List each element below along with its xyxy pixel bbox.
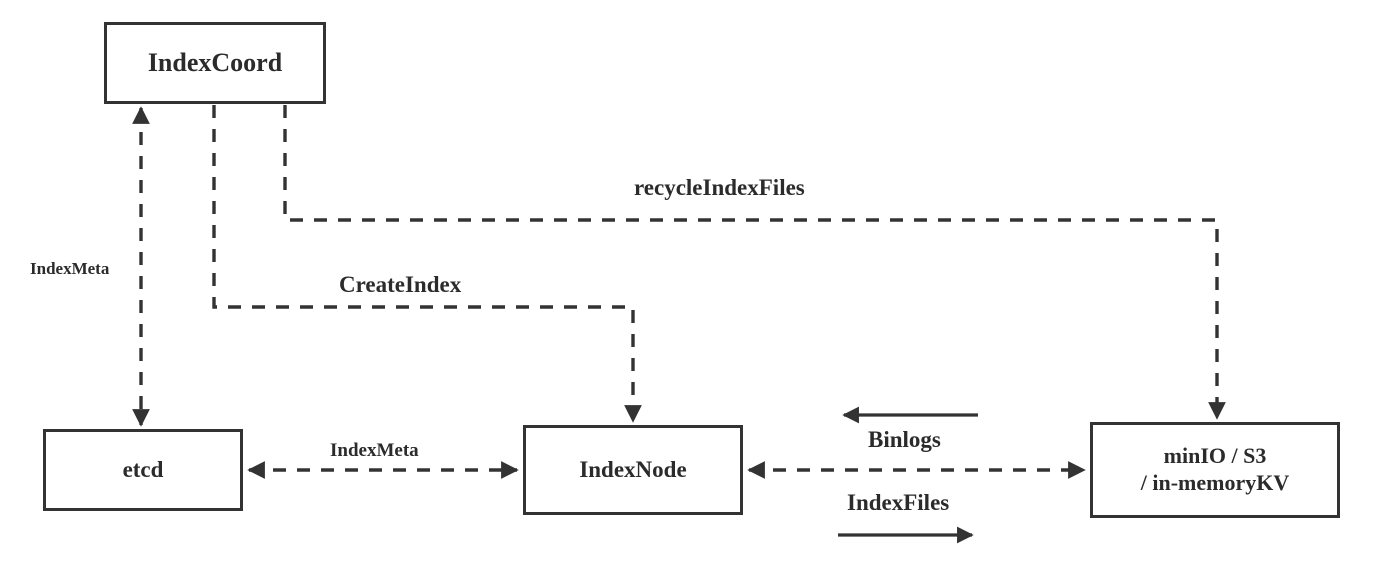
node-minio-label-line2: / in-memoryKV — [1140, 470, 1290, 495]
node-indexcoord[interactable]: IndexCoord — [104, 22, 326, 104]
edge-createindex — [212, 105, 642, 423]
node-minio-label-line1: minIO / S3 — [1163, 443, 1267, 469]
node-etcd[interactable]: etcd — [43, 429, 243, 511]
edge-recycleindexfiles — [283, 105, 1226, 420]
edge-label-indexmeta-etcd-indexnode: IndexMeta — [330, 440, 419, 461]
edge-label-createindex: CreateIndex — [339, 272, 462, 297]
node-indexnode[interactable]: IndexNode — [523, 425, 743, 515]
edge-label-recycleindexfiles: recycleIndexFiles — [634, 175, 805, 200]
node-indexnode-label: IndexNode — [579, 456, 687, 482]
node-minio[interactable]: minIO / S3 / in-memoryKV — [1090, 422, 1340, 518]
edge-label-indexmeta-coord-etcd: IndexMeta — [30, 259, 110, 278]
node-etcd-label: etcd — [122, 456, 164, 482]
edge-label-binlogs: Binlogs — [868, 427, 941, 452]
edge-label-indexfiles: IndexFiles — [847, 490, 950, 515]
node-indexcoord-label: IndexCoord — [147, 48, 283, 78]
